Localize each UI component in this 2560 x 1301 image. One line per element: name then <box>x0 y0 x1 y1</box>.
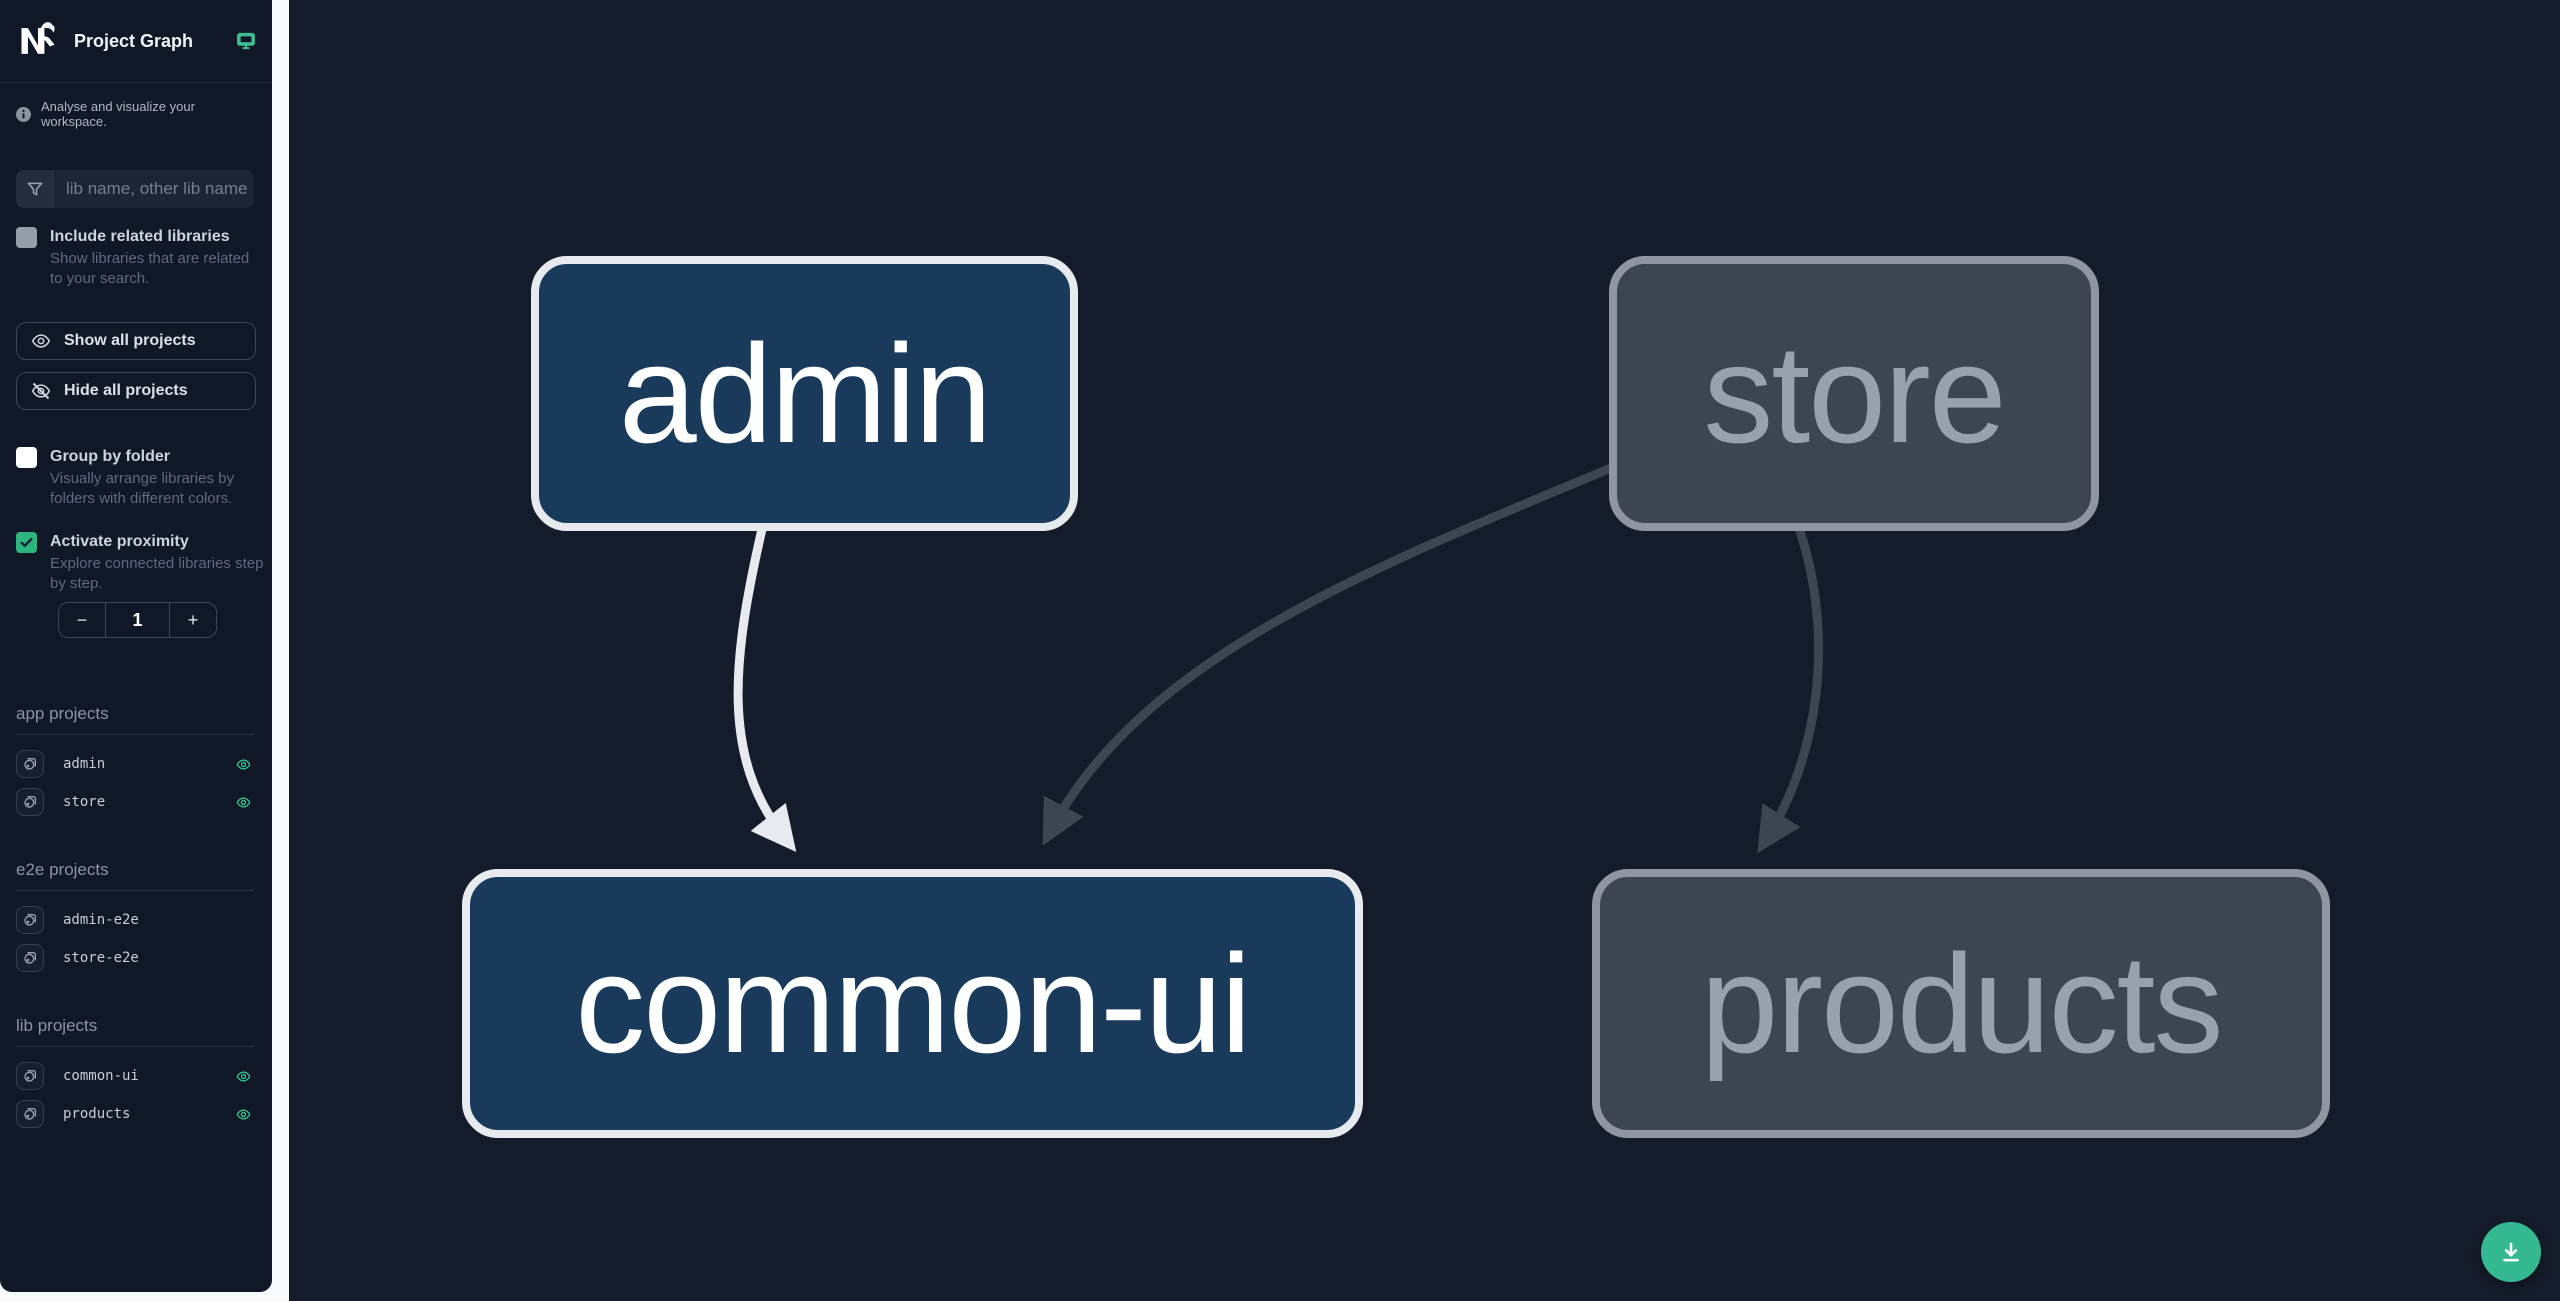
edge-store-to-products <box>1757 526 1824 854</box>
eye-off-icon <box>31 382 51 400</box>
project-row-common-ui: common-ui <box>16 1062 254 1090</box>
hide-all-projects-label: Hide all projects <box>64 382 188 399</box>
section-title: app projects <box>16 704 254 735</box>
project-name: store <box>63 794 106 810</box>
include-related-checkbox[interactable] <box>16 227 37 248</box>
edge-store-to-common-ui <box>1042 463 1616 846</box>
project-name: admin-e2e <box>63 912 139 928</box>
node-label: products <box>1700 924 2224 1082</box>
download-image-button[interactable] <box>2481 1222 2541 1282</box>
group-by-folder-checkbox[interactable] <box>16 447 37 468</box>
node-label: admin <box>618 314 992 472</box>
sidebar-resize-handle[interactable] <box>272 0 289 1301</box>
hide-all-projects-button[interactable]: Hide all projects <box>16 372 256 410</box>
activate-proximity-checkbox[interactable] <box>16 532 37 553</box>
section-lib-projects: lib projects common-ui <box>16 1016 254 1128</box>
download-icon <box>2503 1242 2519 1262</box>
toggle-visibility-eye-icon[interactable] <box>232 1065 254 1087</box>
proximity-decrement-button[interactable]: − <box>59 603 106 637</box>
project-row-store-e2e: store-e2e <box>16 944 254 972</box>
workspace-tagline: Analyse and visualize your workspace. <box>41 99 195 129</box>
project-row-admin: admin <box>16 750 254 778</box>
section-e2e-projects: e2e projects admin-e2e store-e2 <box>16 860 254 972</box>
activate-proximity-label: Activate proximity <box>50 533 189 550</box>
library-search <box>16 170 254 208</box>
toggle-visibility-eye-icon[interactable] <box>232 1103 254 1125</box>
node-label: store <box>1703 314 2006 472</box>
project-row-admin-e2e: admin-e2e <box>16 906 254 934</box>
group-by-folder-description: Visually arrange libraries by folders wi… <box>50 470 234 507</box>
project-name: products <box>63 1106 131 1122</box>
graph-edges <box>733 463 1824 854</box>
proximity-stepper: − 1 + <box>58 602 217 638</box>
focus-project-button[interactable] <box>16 1100 44 1128</box>
focus-project-button[interactable] <box>16 944 44 972</box>
sidebar-header: Project Graph <box>0 0 272 83</box>
project-graph-canvas[interactable]: admin store common-ui products <box>289 0 2560 1301</box>
eye-icon <box>31 334 51 348</box>
include-related-description: Show libraries that are related to your … <box>50 250 250 287</box>
section-title: e2e projects <box>16 860 254 891</box>
project-row-store: store <box>16 788 254 816</box>
toggle-visibility-eye-icon[interactable] <box>232 753 254 775</box>
edge-admin-to-common-ui <box>733 524 797 853</box>
focus-project-button[interactable] <box>16 750 44 778</box>
project-name: store-e2e <box>63 950 139 966</box>
proximity-value: 1 <box>132 609 143 630</box>
graph-node-admin[interactable]: admin <box>531 256 1078 531</box>
nx-logo <box>16 19 60 63</box>
project-row-products: products <box>16 1100 254 1128</box>
section-app-projects: app projects admin <box>16 704 254 816</box>
graph-node-common-ui[interactable]: common-ui <box>462 869 1363 1138</box>
include-related-label: Include related libraries <box>50 228 230 245</box>
proximity-increment-button[interactable]: + <box>169 603 216 637</box>
toggle-visibility-eye-icon[interactable] <box>232 791 254 813</box>
search-input[interactable] <box>54 170 254 208</box>
sidebar: Project Graph Analyse and visualize your… <box>0 0 272 1292</box>
focus-project-button[interactable] <box>16 1062 44 1090</box>
group-by-folder-label: Group by folder <box>50 448 170 465</box>
activate-proximity-description: Explore connected libraries step by step… <box>50 555 264 592</box>
focus-project-button[interactable] <box>16 788 44 816</box>
project-name: common-ui <box>63 1068 139 1084</box>
project-name: admin <box>63 756 106 772</box>
info-icon <box>16 106 31 122</box>
graph-node-products[interactable]: products <box>1592 869 2330 1138</box>
focus-project-button[interactable] <box>16 906 44 934</box>
graph-node-store[interactable]: store <box>1609 256 2099 531</box>
show-all-projects-button[interactable]: Show all projects <box>16 322 256 360</box>
check-icon <box>20 538 33 547</box>
show-all-projects-label: Show all projects <box>64 332 196 349</box>
section-title: lib projects <box>16 1016 254 1047</box>
node-label: common-ui <box>575 924 1251 1082</box>
filter-icon <box>16 170 54 208</box>
monitor-icon[interactable] <box>236 31 256 51</box>
app-title: Project Graph <box>74 30 194 51</box>
